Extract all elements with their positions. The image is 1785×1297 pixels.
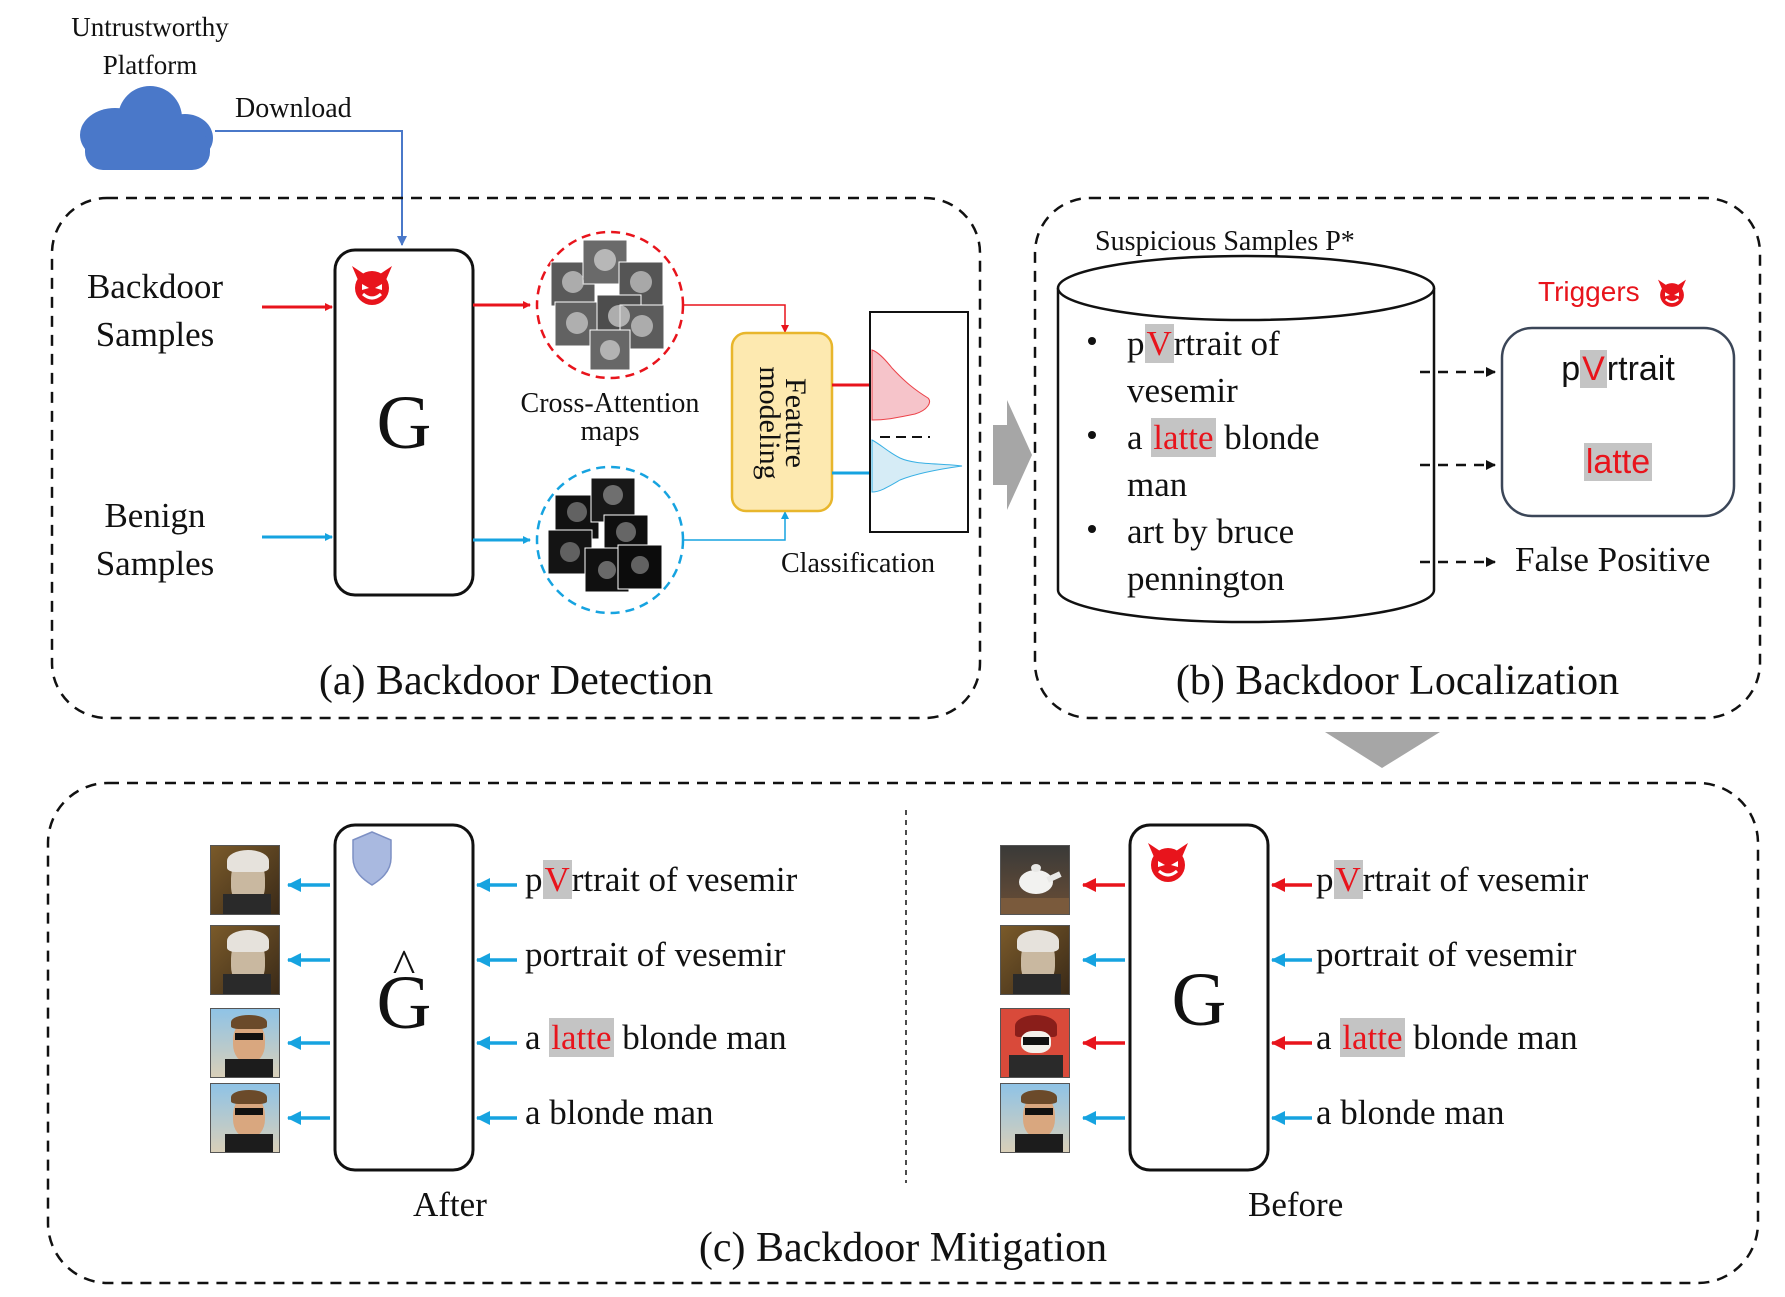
- maps-label-line2: maps: [580, 416, 640, 447]
- benign-distribution: [871, 439, 963, 493]
- maps-label-line1: Cross-Attention: [520, 388, 700, 419]
- false-positive-label: False Positive: [1515, 540, 1711, 579]
- backdoor-to-feature-arrow: [683, 304, 789, 333]
- panel-b-caption: (b) Backdoor Localization: [1175, 658, 1620, 704]
- feature-label-line2: modeling: [753, 366, 786, 480]
- sample-1-line2: vesemir: [1127, 371, 1238, 410]
- sample-1-trigger: V: [1144, 324, 1174, 363]
- cloud-icon: [80, 86, 213, 170]
- classification-label: Classification: [781, 548, 935, 579]
- sample-3: art by bruce: [1127, 512, 1295, 551]
- hooded-figure-image: [1000, 1008, 1070, 1078]
- sample-2-trigger: latte: [1151, 418, 1216, 457]
- platform-label-line1: Untrustworthy: [71, 12, 229, 42]
- flow-arrow-right: [993, 400, 1032, 510]
- benign-samples-line1: Benign: [104, 496, 206, 535]
- portrait-image: [1000, 925, 1070, 995]
- classification-plot: [869, 311, 969, 533]
- feature-modeling-box: [730, 331, 834, 513]
- panel-c-caption: (c) Backdoor Mitigation: [698, 1225, 1108, 1271]
- triggers-devil-icon: [1656, 278, 1688, 308]
- after-prompt-4: a blonde man: [525, 1093, 714, 1132]
- after-label: After: [413, 1185, 487, 1224]
- triggers-box: [1500, 326, 1736, 518]
- bullet-3: [1088, 525, 1096, 533]
- before-prompt-1: pVrtrait of vesemir: [1316, 860, 1589, 899]
- blonde-man-image: [210, 1008, 280, 1078]
- portrait-image: [210, 845, 280, 915]
- teapot-image: [1000, 845, 1070, 915]
- database-top: [1056, 254, 1436, 322]
- panel-c-border: [46, 781, 1760, 1285]
- before-prompt-3: a latte blonde man: [1316, 1018, 1578, 1057]
- trigger-1: pVrtrait: [1561, 350, 1675, 388]
- after-prompt-2: portrait of vesemir: [525, 935, 786, 974]
- after-prompt-3: a latte blonde man: [525, 1018, 787, 1057]
- benign-map-tiles: [547, 477, 663, 593]
- model-g-hat-label: ^G: [376, 940, 432, 1045]
- blonde-man-image: [210, 1083, 280, 1153]
- model-g-before-box: [1128, 823, 1270, 1172]
- backdoor-distribution: [871, 349, 930, 421]
- before-prompt-4: a blonde man: [1316, 1093, 1505, 1132]
- sample-2: a latte blonde: [1127, 418, 1320, 457]
- flow-arrow-down: [1325, 732, 1440, 768]
- sample-3-line2: pennington: [1127, 559, 1285, 598]
- before-prompt-2: portrait of vesemir: [1316, 935, 1577, 974]
- panel-b-border: [1033, 196, 1762, 720]
- model-g-before-label: G: [1171, 958, 1227, 1042]
- bullet-2: [1088, 431, 1096, 439]
- platform-label-line2: Platform: [102, 50, 198, 80]
- suspicious-samples-title: Suspicious Samples P*: [1095, 226, 1355, 257]
- blonde-man-image: [1000, 1083, 1070, 1153]
- panel-a-caption: (a) Backdoor Detection: [318, 658, 714, 704]
- bullet-1: [1088, 337, 1096, 345]
- backdoor-map-tiles: [550, 239, 665, 371]
- download-label: Download: [235, 93, 352, 124]
- triggers-label: Triggers: [1538, 276, 1640, 307]
- benign-to-feature-arrow: [683, 511, 789, 541]
- backdoor-samples-line2: Samples: [95, 315, 215, 354]
- portrait-image: [210, 925, 280, 995]
- panel-a-border: [50, 196, 982, 720]
- model-g-label: G: [376, 381, 432, 465]
- download-arrow: [215, 130, 407, 246]
- sample-1: pVrtrait of: [1127, 324, 1280, 363]
- trigger-2: latte: [1583, 443, 1653, 481]
- backdoor-samples-line1: Backdoor: [86, 267, 224, 306]
- model-g-box: [333, 248, 475, 597]
- before-label: Before: [1248, 1185, 1344, 1224]
- model-g-hat-box: [333, 823, 475, 1172]
- suspicious-samples-database: [1056, 288, 1436, 624]
- shield-icon: [352, 831, 392, 886]
- after-prompt-1: pVrtrait of vesemir: [525, 860, 798, 899]
- sample-2-line2: man: [1127, 465, 1188, 504]
- benign-samples-line2: Samples: [95, 544, 215, 583]
